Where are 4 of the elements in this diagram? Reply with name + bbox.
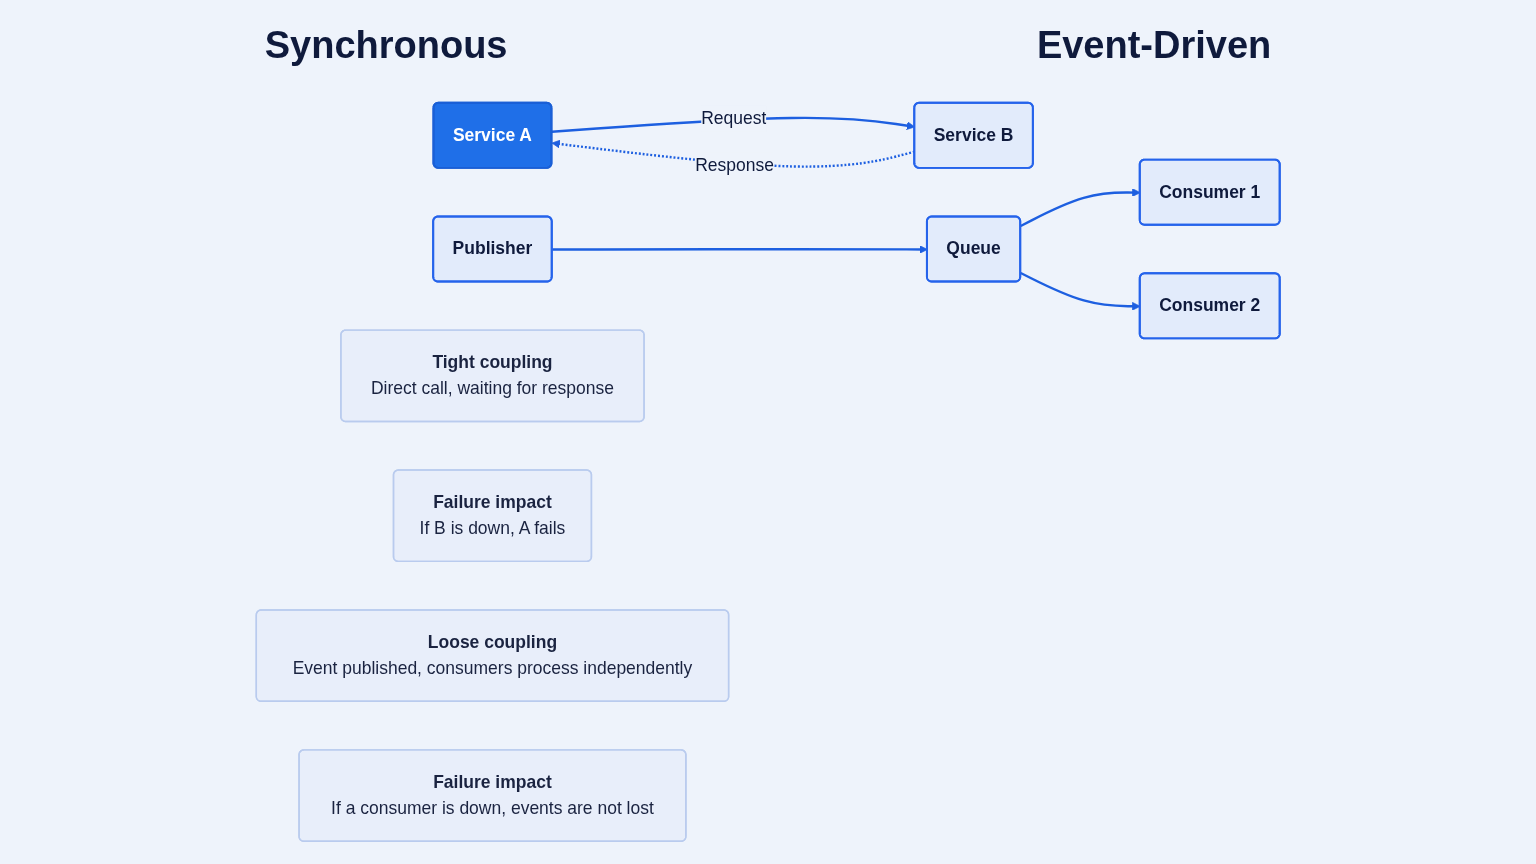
- panel-heading: Event-Driven: [1036, 23, 1272, 67]
- panel-heading: Synchronous: [264, 23, 508, 67]
- edge-label: Request: [701, 108, 767, 128]
- edge-label: Response: [695, 155, 774, 175]
